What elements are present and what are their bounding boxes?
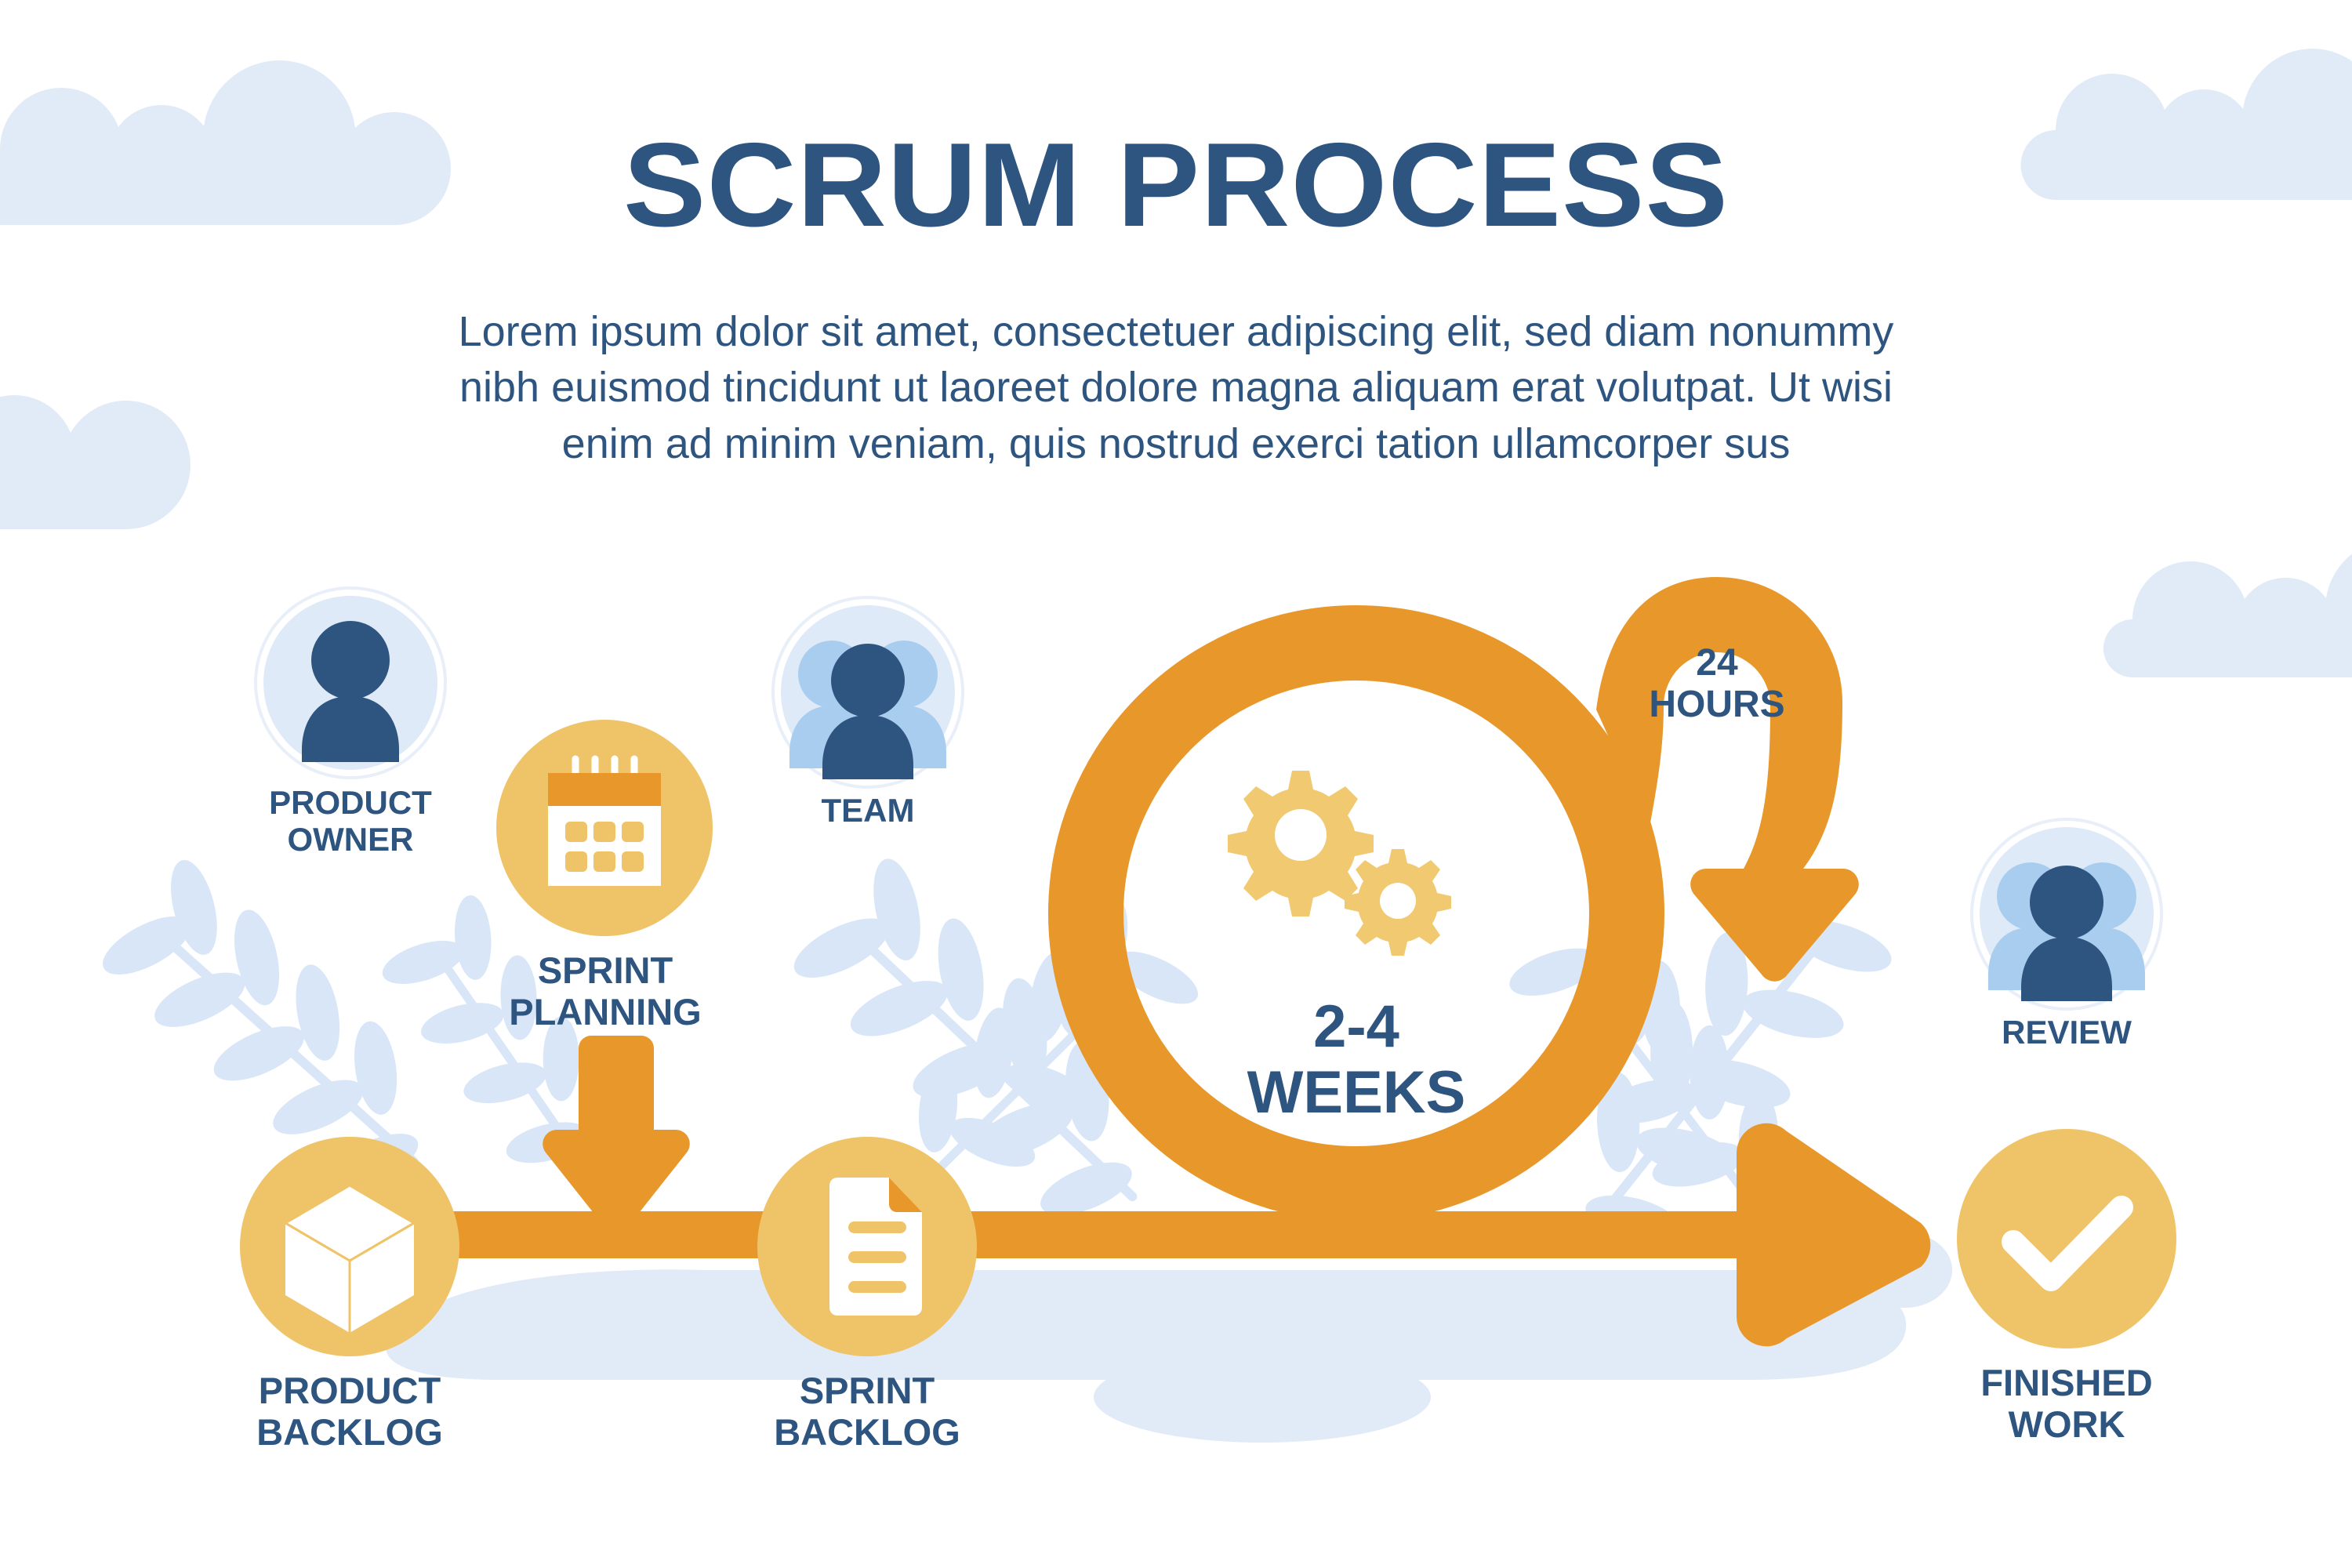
sidebar-item-sprint-planning[interactable]: [496, 720, 713, 936]
gears-icon: [1228, 771, 1451, 956]
three-people-icon: [1988, 862, 2145, 1003]
three-people-icon: [789, 641, 946, 781]
checkmark-icon: [2002, 1196, 2133, 1291]
product-owner-label: PRODUCT OWNER: [269, 784, 432, 858]
product-owner-ring: [254, 586, 447, 779]
single-person-icon: [302, 621, 399, 762]
loop-arrow-icon: [1596, 577, 1859, 982]
finished-work-label: FINISHED WORK: [1980, 1362, 2153, 1445]
sidebar-item-product-backlog[interactable]: [240, 1137, 459, 1356]
review-ring: [1970, 818, 2163, 1011]
sidebar-item-finished-work[interactable]: [1957, 1129, 2176, 1348]
daily-scrum-label: 24 HOURS: [1649, 642, 1785, 725]
cloud-right-edge: [2103, 554, 2352, 677]
page-title: SCRUM PROCESS: [622, 118, 1730, 252]
product-backlog-label: PRODUCT BACKLOG: [256, 1370, 443, 1453]
sprint-backlog-label: SPRINT BACKLOG: [774, 1370, 960, 1453]
box-cube-icon: [283, 1184, 416, 1333]
sidebar-item-sprint-backlog[interactable]: [757, 1137, 977, 1356]
sidebar-item-product-owner[interactable]: [263, 596, 437, 770]
sidebar-item-team[interactable]: [781, 605, 955, 781]
review-label: REVIEW: [2002, 1014, 2132, 1051]
sidebar-item-review[interactable]: [1980, 827, 2154, 1003]
calendar-icon: [548, 755, 661, 886]
arrow-right-icon: [337, 1123, 1931, 1347]
team-label: TEAM: [821, 792, 915, 829]
team-ring: [771, 596, 964, 789]
leaf-branch-left: [103, 859, 419, 1185]
cloud-top-left: [0, 60, 451, 225]
page-subtitle: Lorem ipsum dolor sit amet, consectetuer…: [458, 308, 1894, 467]
cloud-left-edge: [0, 395, 191, 530]
sprint-cycle-ring: [1048, 605, 1664, 1221]
sprint-planning-label: SPRINT PLANNING: [509, 949, 702, 1033]
sprint-duration-label: 2-4 WEEKS: [1247, 993, 1466, 1126]
cloud-top-right: [2020, 49, 2352, 200]
document-icon: [829, 1178, 922, 1316]
